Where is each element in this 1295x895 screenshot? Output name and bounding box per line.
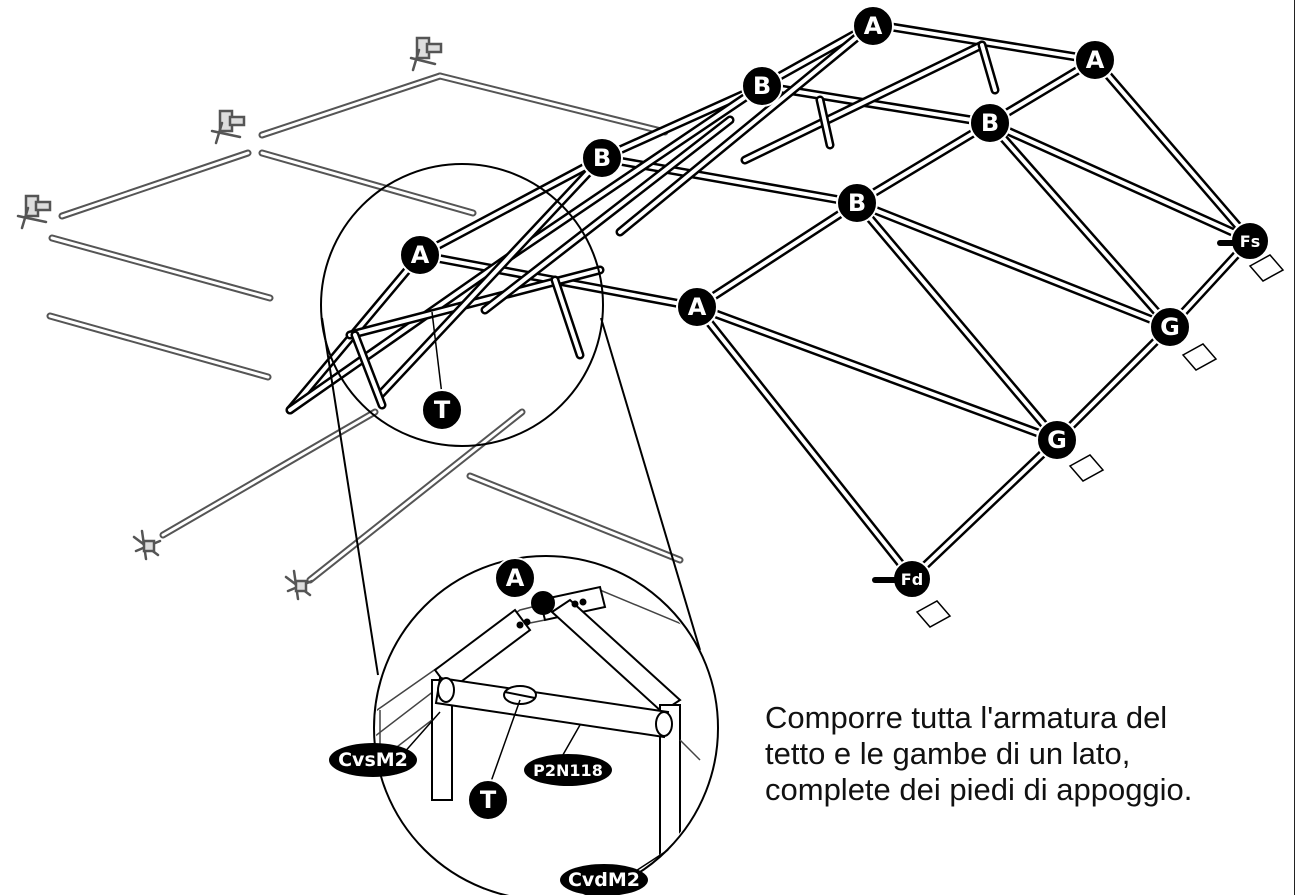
frame-tube-inner: [1093, 58, 1252, 242]
label-badge-text: A: [506, 564, 525, 592]
roof-frame: [285, 19, 1255, 583]
label-badge-text: A: [411, 241, 430, 269]
joint-detail: [376, 311, 716, 895]
label-badge-text: A: [864, 12, 883, 40]
label-badge-t: T: [421, 389, 463, 431]
instruction-line: complete dei piedi di appoggio.: [765, 772, 1193, 807]
frame-tube-inner: [760, 84, 992, 125]
frame-tube-inner: [695, 201, 859, 309]
label-badge-text: A: [1086, 46, 1105, 74]
frame-tube-inner: [855, 121, 992, 205]
frame-tube-inner: [855, 201, 1059, 442]
frame-tube-inner: [553, 278, 582, 357]
frame-tube-inner: [418, 156, 604, 257]
base-plates: [915, 254, 1285, 628]
frame-tube-inner: [510, 84, 764, 257]
label-badge-a: A: [852, 5, 894, 47]
part-code-cvdm2: CvdM2: [560, 864, 648, 895]
label-badge-text: T: [434, 396, 451, 424]
label-badge-text: G: [1047, 426, 1067, 454]
frame-tube-inner: [855, 201, 1172, 329]
instruction-line: tetto e le gambe di un lato,: [765, 736, 1131, 771]
label-badge-fd: Fd: [892, 559, 932, 599]
label-badge-fs: Fs: [1230, 221, 1270, 261]
frame-tube-inner: [910, 438, 1059, 580]
loose-parts: [16, 36, 684, 601]
frame-tube-inner: [980, 43, 997, 92]
frame-tube-inner: [378, 156, 604, 397]
label-badge-text: T: [480, 786, 497, 814]
magnifier: [320, 163, 719, 895]
frame-tube-inner: [988, 121, 1252, 242]
label-badge-t: T: [467, 779, 509, 821]
frame-tube-inner: [988, 121, 1172, 329]
label-badge-text: A: [688, 293, 707, 321]
label-badge-g: G: [1149, 306, 1191, 348]
label-badge-b: B: [581, 137, 623, 179]
label-badge-text: B: [981, 109, 999, 137]
label-badge-g: G: [1036, 419, 1078, 461]
label-badge-b: B: [836, 182, 878, 224]
label-badge-text: B: [753, 72, 771, 100]
frame-tube-inner: [483, 118, 732, 312]
label-badge-text: Fs: [1240, 232, 1260, 251]
frame-tube-inner: [695, 305, 1059, 442]
frame-tube-inner: [743, 43, 984, 162]
part-code-cvsm2: CvsM2: [329, 743, 417, 777]
label-badge-a: A: [399, 234, 441, 276]
foot-tails: [872, 240, 1241, 583]
connector-part: [16, 36, 443, 601]
label-badge-text: B: [848, 189, 866, 217]
label-badge-text: G: [1160, 313, 1180, 341]
label-badge-a: A: [1074, 39, 1116, 81]
frame-tube-inner: [695, 305, 914, 580]
frame-tube-inner: [818, 98, 832, 147]
instruction-text: Comporre tutta l'armatura del tetto e le…: [765, 700, 1285, 808]
label-badge-text: Fd: [901, 570, 923, 589]
part-code-text: CvsM2: [338, 749, 408, 771]
frame-tube-inner: [288, 253, 514, 412]
frame-tube-inner: [618, 22, 875, 234]
frame-tube-inner: [600, 84, 764, 160]
label-badge-a: A: [676, 286, 718, 328]
part-code-p2n118: P2N118: [524, 754, 612, 786]
loose-tube-inner: [48, 74, 682, 582]
instruction-line: Comporre tutta l'armatura del: [765, 700, 1168, 735]
frame-tube-inner: [1055, 325, 1172, 442]
frame-tube-inner: [353, 333, 384, 407]
label-badge-text: B: [593, 144, 611, 172]
part-code-text: CvdM2: [568, 869, 640, 891]
label-badge-a: A: [494, 557, 536, 599]
label-badge-b: B: [741, 65, 783, 107]
label-badge-b: B: [969, 102, 1011, 144]
part-code-text: P2N118: [533, 761, 603, 780]
